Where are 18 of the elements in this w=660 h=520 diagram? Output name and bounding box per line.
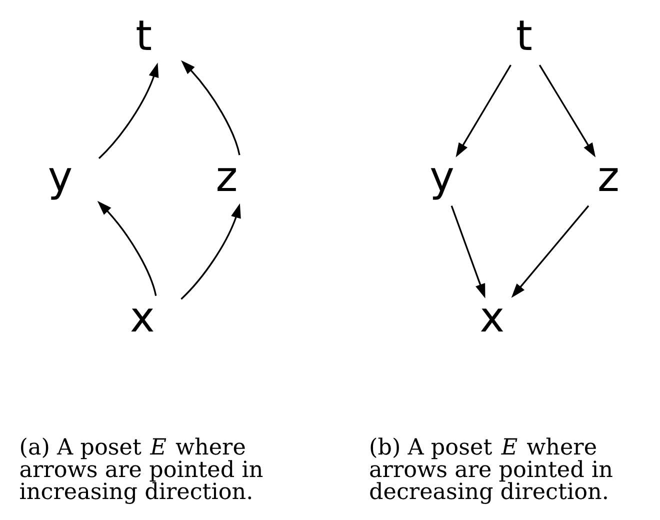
label: (a) A poset E where arrows are pointed in increasing direction.	[19, 434, 264, 505]
node-text: t	[136, 10, 152, 60]
node-text: y	[430, 151, 454, 200]
node-text: t	[516, 10, 532, 60]
arrow	[450, 205, 486, 298]
arrow	[97, 200, 157, 296]
node-text: x	[130, 292, 155, 342]
label: (b) A poset E where arrows are pointed in decreasing direction.	[369, 434, 613, 505]
arrow	[511, 204, 590, 298]
node-text: x	[480, 292, 505, 342]
arrow	[180, 202, 241, 300]
node-text: y	[48, 151, 73, 200]
arrow	[538, 64, 596, 157]
arrow	[456, 64, 512, 157]
node-text: z	[216, 151, 238, 200]
arrow	[181, 60, 240, 155]
node-text: z	[598, 151, 620, 200]
arrow	[98, 62, 159, 158]
